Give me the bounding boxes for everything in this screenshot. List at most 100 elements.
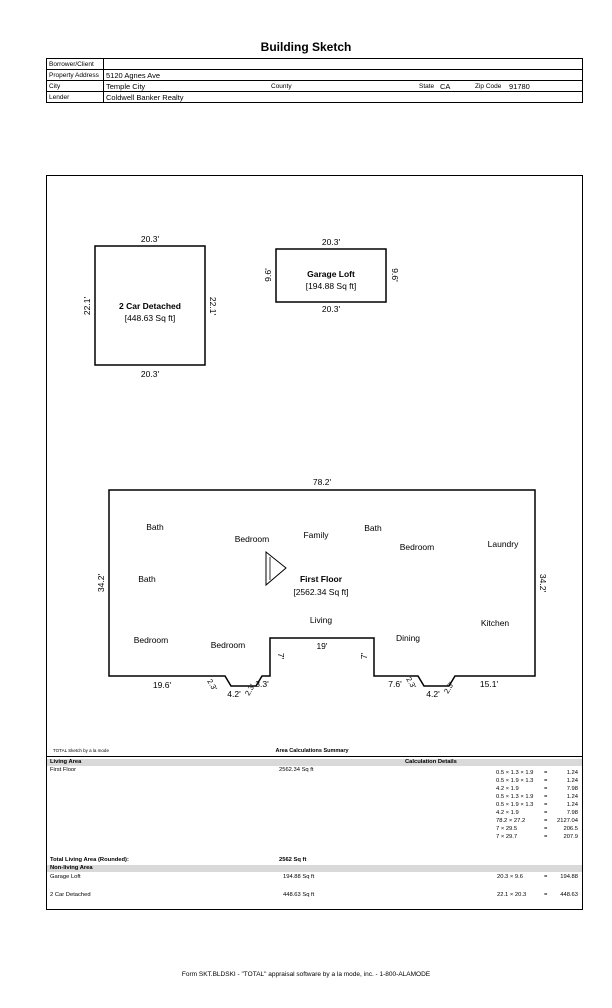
nonliving-row-val: 194.88 (560, 874, 578, 880)
room-label: Bath (364, 523, 382, 533)
step-left-dim: 3.3' (255, 679, 269, 689)
loft-area: [194.88 Sq ft] (306, 281, 357, 291)
city-label: City (49, 82, 61, 90)
calc-row-expr: 7 × 29.5 (496, 826, 518, 832)
city-row: City Temple City County State CA Zip Cod… (47, 80, 582, 91)
address-row: Property Address 5120 Agnes Ave (47, 69, 582, 80)
lender-value: Coldwell Banker Realty (106, 92, 184, 102)
bay-left-b-dim: 4.2' (227, 689, 241, 699)
garage-top-dim: 20.3' (141, 234, 160, 244)
living-row-name: First Floor (50, 767, 77, 773)
bay-right-a-dim: 2.3' (404, 675, 418, 690)
loft-bottom-dim: 20.3' (322, 304, 341, 314)
nonliving-row-eq: = (544, 892, 548, 898)
calc-row-val: 2127.04 (557, 818, 578, 824)
property-header-table: Borrower/Client Property Address 5120 Ag… (46, 58, 583, 103)
calc-row-val: 206.5 (563, 826, 578, 832)
nonliving-row-area: 448.63 Sq ft (283, 892, 315, 898)
calc-row-eq: = (544, 802, 548, 808)
nonliving-header-bar: Non-living Area (47, 865, 582, 872)
calc-row-expr: 0.5 × 1.3 × 1.9 (496, 770, 534, 776)
calc-row-eq: = (544, 834, 548, 840)
sketch-frame: 20.3' 20.3' 22.1' 22.1' 2 Car Detached [… (46, 175, 583, 910)
notch-right-dim: 7' (359, 652, 369, 659)
step-right-dim: 7.6' (388, 679, 402, 689)
address-label: Property Address (49, 71, 99, 79)
lender-row: Lender Coldwell Banker Realty (47, 91, 582, 102)
city-value: Temple City (106, 81, 146, 91)
notch-left-dim: 7' (276, 653, 286, 660)
garage-bottom-dim: 20.3' (141, 369, 160, 379)
calc-row-val: 1.24 (566, 770, 578, 776)
nonliving-row-val: 448.63 (560, 892, 578, 898)
calc-row-eq: = (544, 826, 548, 832)
nonliving-row-name: Garage Loft (50, 874, 81, 880)
loft-left-dim: 9.6' (263, 268, 273, 282)
sketch-credit: TOTAL Sketch by a la mode (53, 748, 109, 753)
floor-plan-drawing: 20.3' 20.3' 22.1' 22.1' 2 Car Detached [… (82, 234, 548, 699)
garage-left-dim: 22.1' (82, 297, 92, 316)
calc-row-val: 1.24 (566, 778, 578, 784)
bay-right-b-dim: 4.2' (426, 689, 440, 699)
bay-right-c-dim: 2.3' (442, 680, 456, 695)
calc-row-val: 1.24 (566, 794, 578, 800)
nonliving-row-area: 194.88 Sq ft (283, 874, 315, 880)
bottom-left-dim: 19.6' (153, 680, 172, 690)
room-label: Bedroom (235, 534, 270, 544)
room-label: Laundry (488, 539, 519, 549)
total-value: 2562 Sq ft (279, 857, 307, 863)
house-name: First Floor (300, 574, 343, 584)
calc-row-eq: = (544, 810, 548, 816)
calc-row-eq: = (544, 778, 548, 784)
zip-label: Zip Code (475, 82, 502, 90)
calc-row-val: 7.98 (566, 786, 578, 792)
garage-name: 2 Car Detached (119, 301, 181, 311)
calc-row-eq: = (544, 770, 548, 776)
room-label: Bedroom (134, 635, 169, 645)
first-floor-outline (108, 489, 536, 687)
calc-row-eq: = (544, 794, 548, 800)
page-title: Building Sketch (260, 40, 352, 54)
zip-value: 91780 (509, 81, 530, 91)
calc-row-val: 207.9 (563, 834, 578, 840)
loft-name: Garage Loft (307, 269, 355, 279)
nonliving-header: Non-living Area (50, 865, 93, 871)
page-footer: Form SKT.BLDSKI - "TOTAL" appraisal soft… (181, 971, 431, 978)
nonliving-row-eq: = (544, 874, 548, 880)
state-value: CA (440, 81, 451, 91)
room-label: Family (303, 530, 329, 540)
house-top-dim: 78.2' (313, 477, 332, 487)
calc-row-expr: 0.5 × 1.9 × 1.3 (496, 778, 534, 784)
lender-label: Lender (49, 93, 70, 101)
loft-right-dim: 9.6' (390, 268, 400, 282)
garage-right-dim: 22.1' (208, 297, 218, 316)
state-label: State (419, 82, 435, 90)
living-row-area: 2562.34 Sq ft (279, 767, 314, 773)
room-label: Dining (396, 633, 420, 643)
calc-row-expr: 0.5 × 1.3 × 1.9 (496, 794, 534, 800)
bay-left-a-dim: 2.3' (205, 677, 219, 692)
address-value: 5120 Agnes Ave (106, 70, 161, 80)
garage-area: [448.63 Sq ft] (125, 313, 176, 323)
calc-row-expr: 4.2 × 1.9 (496, 786, 519, 792)
nonliving-row-expr: 22.1 × 20.3 (497, 892, 527, 898)
house-left-dim: 34.2' (96, 574, 106, 593)
notch-bottom-dim: 19' (316, 641, 327, 651)
living-area-header: Living Area (50, 759, 82, 765)
county-label: County (271, 82, 292, 90)
room-label: Bedroom (211, 640, 246, 650)
borrower-row: Borrower/Client (47, 59, 582, 69)
calc-row-expr: 0.5 × 1.9 × 1.3 (496, 802, 534, 808)
total-label: Total Living Area (Rounded): (50, 857, 129, 863)
bottom-right-dim: 15.1' (480, 679, 499, 689)
nonliving-row-name: 2 Car Detached (50, 892, 91, 898)
calc-row-eq: = (544, 818, 548, 824)
room-label: Kitchen (481, 618, 510, 628)
calc-row-val: 1.24 (566, 802, 578, 808)
room-label: Bedroom (400, 542, 435, 552)
room-label: Bath (146, 522, 164, 532)
calc-row-val: 7.98 (566, 810, 578, 816)
borrower-label: Borrower/Client (49, 60, 94, 68)
calc-row-expr: 78.2 × 27.2 (496, 818, 526, 824)
house-area: [2562.34 Sq ft] (293, 587, 348, 597)
